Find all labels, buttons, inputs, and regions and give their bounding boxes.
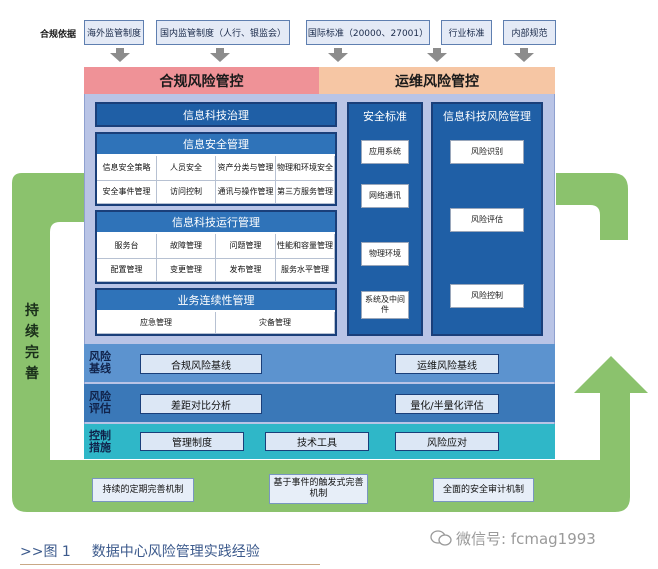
loop-item-event-triggered: 基于事件的触发式完善机制 [269, 474, 368, 504]
cell-third-party-mgmt: 第三方服务管理 [276, 181, 335, 204]
band-control-label: 控制措施 [89, 428, 111, 454]
security-standard-title: 安全标准 [363, 110, 407, 123]
cell-access-control: 访问控制 [157, 181, 216, 204]
basis-item-domestic: 国内监管制度（人行、银监会） [156, 20, 290, 45]
watermark-text: 微信号: fcmag1993 [456, 529, 596, 548]
cell-incident-mgmt: 安全事件管理 [97, 181, 157, 204]
std-application-system: 应用系统 [361, 140, 409, 164]
continuity-box: 业务连续性管理 应急管理 灾备管理 [95, 288, 337, 336]
caption-underline [20, 564, 320, 565]
cell-asset-classification: 资产分类与管理 [216, 156, 276, 181]
compliance-baseline-box: 合规风险基线 [140, 354, 262, 374]
band-assessment-label: 风险评估 [89, 390, 111, 415]
band-control: 控制措施 管理制度 技术工具 风险应对 [84, 424, 555, 459]
cell-service-desk: 服务台 [97, 234, 157, 259]
it-risk-mgmt-title: 信息科技风险管理 [443, 110, 531, 123]
continuity-title: 业务连续性管理 [97, 290, 335, 312]
cell-release-mgmt: 发布管理 [216, 259, 276, 282]
loop-path [12, 173, 648, 512]
cell-emergency-mgmt: 应急管理 [97, 312, 216, 334]
std-network-comm: 网络通讯 [361, 184, 409, 208]
loop-item-audit: 全面的安全审计机制 [433, 478, 534, 502]
banner-ops: 运维风险管控 [319, 67, 555, 94]
basis-item-international: 国际标准（20000、27001） [306, 20, 430, 45]
watermark: 微信号: fcmag1993 [430, 526, 596, 550]
loop-side-label: 持续完善 [25, 303, 39, 382]
basis-arrows [110, 48, 534, 62]
cell-config-mgmt: 配置管理 [97, 259, 157, 282]
banner-compliance: 合规风险管控 [84, 67, 319, 94]
it-risk-mgmt-box: 信息科技风险管理 风险识别 风险评估 风险控制 [431, 102, 543, 336]
security-mgmt-box: 信息安全管理 信息安全策略 人员安全 资产分类与管理 物理和环境安全 安全事件管… [95, 132, 337, 206]
cell-capacity-mgmt: 性能和容量管理 [276, 234, 335, 259]
basis-item-overseas: 海外监管制度 [84, 20, 144, 45]
risk-control: 风险控制 [450, 284, 524, 308]
cell-personnel-security: 人员安全 [157, 156, 216, 181]
quant-assessment-box: 量化/半量化评估 [395, 394, 499, 414]
gap-analysis-box: 差距对比分析 [140, 394, 262, 414]
cell-disaster-recovery: 灾备管理 [216, 312, 335, 334]
loop-right-tail [556, 173, 628, 240]
down-arrow-icon [210, 48, 230, 62]
band-baseline-label: 风险基线 [89, 350, 111, 375]
loop-item-periodic: 持续的定期完善机制 [92, 478, 194, 502]
basis-item-internal: 内部规范 [503, 20, 556, 45]
down-arrow-icon [110, 48, 130, 62]
band-baseline: 风险基线 合规风险基线 运维风险基线 [84, 344, 555, 382]
down-arrow-icon [427, 48, 447, 62]
ops-baseline-box: 运维风险基线 [395, 354, 499, 374]
cell-problem-mgmt: 问题管理 [216, 234, 276, 259]
band-assessment: 风险评估 差距对比分析 量化/半量化评估 [84, 384, 555, 422]
cell-security-policy: 信息安全策略 [97, 156, 157, 181]
cell-change-mgmt: 变更管理 [157, 259, 216, 282]
tech-tools-box: 技术工具 [265, 432, 369, 451]
caption-text: 数据中心风险管理实践经验 [91, 544, 260, 560]
cell-service-level-mgmt: 服务水平管理 [276, 259, 335, 282]
risk-assessment: 风险评估 [450, 208, 524, 232]
down-arrow-icon [328, 48, 348, 62]
cell-comm-ops-mgmt: 通讯与操作管理 [216, 181, 276, 204]
governance-box: 信息科技治理 [95, 102, 337, 127]
std-physical-env: 物理环境 [361, 242, 409, 266]
operations-mgmt-box: 信息科技运行管理 服务台 故障管理 问题管理 性能和容量管理 配置管理 变更管理… [95, 210, 337, 284]
cell-physical-env-security: 物理和环境安全 [276, 156, 335, 181]
basis-item-industry: 行业标准 [441, 20, 492, 45]
security-standard-box: 安全标准 应用系统 网络通讯 物理环境 系统及中间件 [347, 102, 423, 336]
caption: >>图 1 数据中心风险管理实践经验 [20, 541, 260, 561]
caption-prefix: >>图 1 [20, 544, 71, 560]
risk-identification: 风险识别 [450, 140, 524, 164]
cell-fault-mgmt: 故障管理 [157, 234, 216, 259]
std-system-middleware: 系统及中间件 [361, 291, 409, 319]
mgmt-system-box: 管理制度 [140, 432, 244, 451]
operations-mgmt-title: 信息科技运行管理 [97, 212, 335, 234]
down-arrow-icon [514, 48, 534, 62]
basis-label: 合规依据 [40, 30, 77, 40]
risk-response-box: 风险应对 [395, 432, 499, 451]
wechat-icon [430, 530, 452, 546]
security-mgmt-title: 信息安全管理 [97, 134, 335, 156]
